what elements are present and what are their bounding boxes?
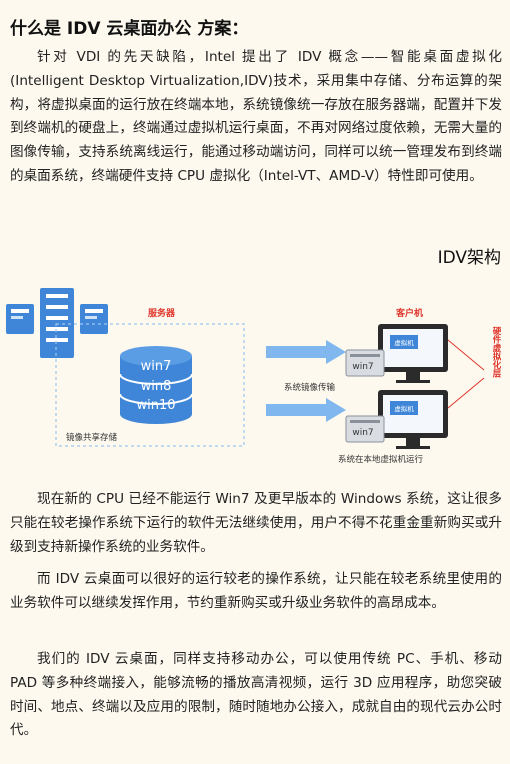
client-computer-icon [345,390,448,449]
page-title: 什么是 IDV 云桌面办公 方案： [10,19,249,39]
body-paragraph: 而 IDV 云桌面可以很好的运行较老的操作系统，让只能在较老系统里使用的业务软件… [10,571,502,611]
client-computer-icon [345,324,448,383]
client-label: 客户机 [395,307,423,319]
os-image-label: win10 [136,398,175,413]
intro-paragraph: 针对 VDI 的先天缺陷，Intel 提出了 IDV 概念——智能桌面虚拟化(I… [10,49,502,184]
os-image-label: win7 [141,359,172,374]
vm-run-label: 系统在本地虚拟机运行 [338,454,424,465]
os-image-label: win8 [141,379,172,394]
vm-label: 虚拟机 [394,404,414,413]
database-icon [119,346,193,424]
vm-label: 虚拟机 [394,338,414,347]
hw-virt-connector [447,339,485,409]
body-paragraph: 我们的 IDV 云桌面，同样支持移动办公，可以使用传统 PC、手机、移动 PAD… [10,651,502,739]
section-title: IDV架构 [437,248,501,268]
idv-architecture-diagram: 服务器 镜像共享存储 win7 win8 win10 系统镜像传输 客户机 虚拟… [6,288,502,465]
storage-box [55,323,245,447]
server-label: 服务器 [148,307,176,319]
transfer-arrow-icon [266,340,346,422]
storage-label: 镜像共享存储 [66,432,118,443]
vm-os-label: win7 [352,428,373,438]
body-paragraph: 现在新的 CPU 已经不能运行 Win7 及更早版本的 Windows 系统，这… [10,491,502,555]
hw-virt-label: 硬件虚拟化层 [491,326,502,379]
vm-os-label: win7 [352,362,373,372]
transfer-label: 系统镜像传输 [284,382,336,393]
server-rack-icon [6,288,108,358]
